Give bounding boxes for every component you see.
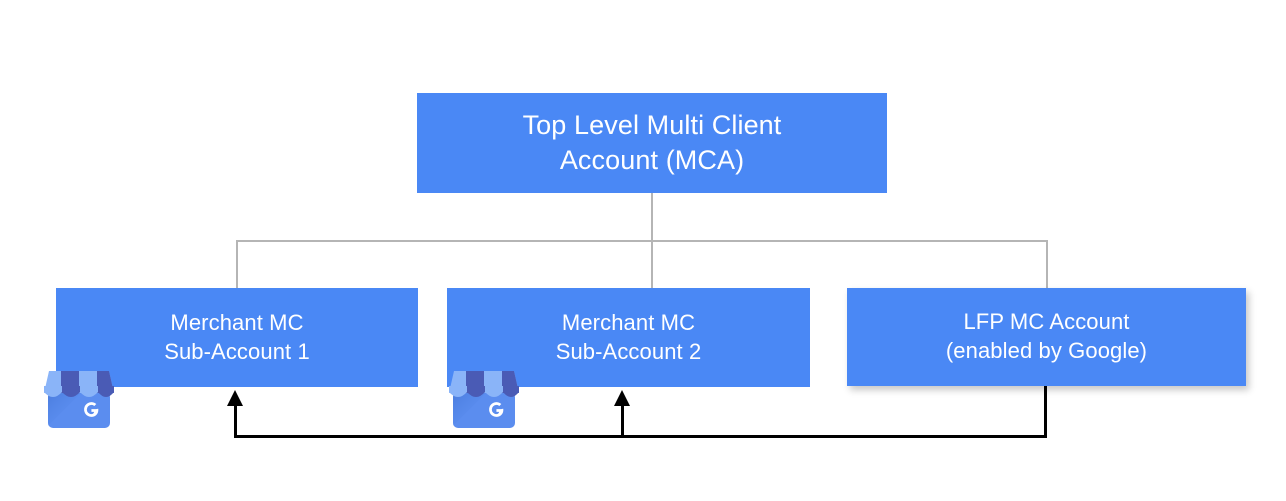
google-my-business-storefront-icon — [447, 368, 521, 430]
arrowhead-into-sub1 — [227, 390, 243, 406]
flow-line-up-sub2 — [621, 403, 624, 437]
node-merchant-mc-sub-account-2-label: Merchant MC Sub-Account 2 — [447, 309, 810, 366]
node-merchant-mc-sub-account-1-label: Merchant MC Sub-Account 1 — [56, 309, 418, 366]
node-lfp-mc-account-line2: (enabled by Google) — [945, 338, 1148, 363]
node-lfp-mc-account-line1: LFP MC Account — [963, 309, 1130, 335]
connector-root-stem — [651, 193, 653, 242]
google-my-business-storefront-icon — [42, 368, 116, 430]
node-top-level-mca-line1: Top Level Multi Client — [522, 109, 782, 140]
connector-drop-lfp — [1046, 240, 1048, 289]
node-lfp-mc-account-label: LFP MC Account (enabled by Google) — [847, 308, 1246, 365]
flow-line-lfp-down — [1044, 386, 1047, 438]
flow-line-horizontal — [234, 435, 1047, 438]
connector-horizontal-bar — [236, 240, 1048, 242]
node-merchant-mc-sub-account-2-line2: Sub-Account 2 — [555, 338, 702, 364]
connector-drop-sub1 — [236, 240, 238, 289]
node-lfp-mc-account[interactable]: LFP MC Account (enabled by Google) — [847, 288, 1246, 386]
flow-line-up-sub1 — [234, 403, 237, 437]
node-merchant-mc-sub-account-1[interactable]: Merchant MC Sub-Account 1 — [56, 288, 418, 387]
node-top-level-mca[interactable]: Top Level Multi Client Account (MCA) — [417, 93, 887, 193]
arrowhead-into-sub2 — [614, 390, 630, 406]
connector-drop-sub2 — [651, 240, 653, 289]
node-merchant-mc-sub-account-2[interactable]: Merchant MC Sub-Account 2 — [447, 288, 810, 387]
node-top-level-mca-label: Top Level Multi Client Account (MCA) — [417, 108, 887, 178]
node-merchant-mc-sub-account-2-line1: Merchant MC — [561, 309, 696, 335]
node-merchant-mc-sub-account-1-line2: Sub-Account 1 — [164, 338, 310, 364]
node-top-level-mca-line2: Account (MCA) — [559, 145, 745, 175]
node-merchant-mc-sub-account-1-line1: Merchant MC — [170, 309, 304, 335]
